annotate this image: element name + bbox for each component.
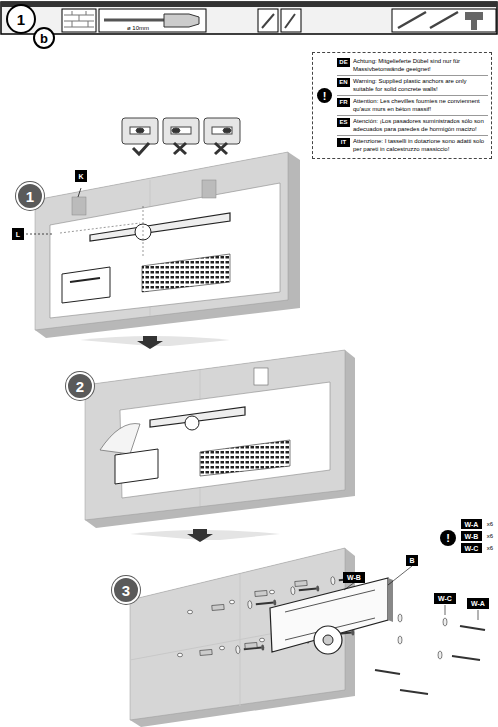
part-label: W-C	[434, 593, 456, 604]
warning-text: Atención: ¡Los pasadores suministrados s…	[353, 118, 488, 133]
language-code: DE	[337, 58, 350, 67]
language-code: EN	[337, 78, 350, 87]
warning-row: ENWarning: Supplied plastic anchors are …	[337, 76, 488, 96]
step-number: 3	[112, 576, 140, 604]
step-number: 1	[6, 4, 36, 34]
language-code: FR	[337, 98, 350, 107]
drill-size: ø 10mm	[118, 24, 158, 32]
part-label: W-B	[461, 531, 482, 541]
step-number: 1	[16, 182, 44, 210]
step-number: 2	[66, 372, 94, 400]
warning-row: DEAchtung: Mitgelieferte Dübel sind nur …	[337, 56, 488, 76]
part-label: W-B	[343, 572, 365, 583]
part-label: L	[12, 228, 24, 240]
warning-row: ESAtención: ¡Los pasadores suministrados…	[337, 116, 488, 136]
quantity: x6	[484, 543, 496, 553]
language-code: ES	[337, 118, 350, 127]
part-label: W-A	[467, 598, 489, 609]
part-label: W-A	[461, 519, 482, 529]
warning-icon: !	[440, 530, 456, 546]
quantity: x6	[484, 531, 496, 541]
part-label: W-C	[461, 543, 482, 553]
language-code: IT	[337, 138, 350, 147]
warning-row: ITAttenzione: I tasselli in dotazione so…	[337, 136, 488, 155]
quantity: x6	[484, 519, 496, 529]
warning-box: DEAchtung: Mitgelieferte Dübel sind nur …	[312, 52, 492, 159]
substep-letter: b	[33, 27, 55, 49]
warning-text: Achtung: Mitgelieferte Dübel sind nur fü…	[353, 58, 488, 73]
warning-icon: !	[317, 88, 332, 103]
warning-row: FRAttention: Les chevilles fournies ne c…	[337, 96, 488, 116]
warning-text: Attenzione: I tasselli in dotazione sono…	[353, 138, 488, 153]
warning-text: Attention: Les chevilles fournies ne con…	[353, 98, 488, 113]
part-label: B	[406, 555, 418, 566]
warning-text: Warning: Supplied plastic anchors are on…	[353, 78, 488, 93]
part-label: K	[75, 170, 87, 182]
